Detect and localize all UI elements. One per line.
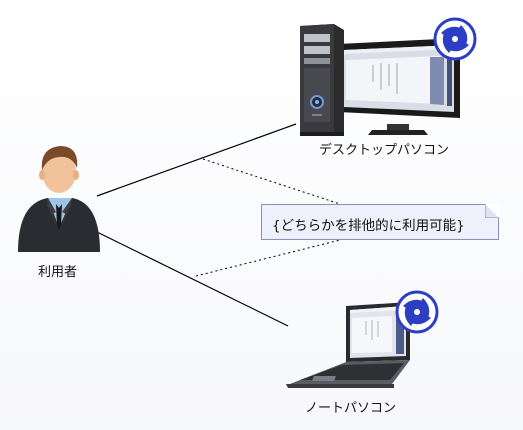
constraint-note-text: {どちらかを排他的に利用可能} — [272, 218, 465, 234]
eclipse-logo-icon — [433, 17, 477, 61]
constraint-note: {どちらかを排他的に利用可能} — [261, 204, 499, 240]
user-laptop-association — [96, 231, 289, 327]
user-desktop-association — [96, 123, 297, 197]
eclipse-logo-icon — [395, 290, 439, 334]
person-icon — [18, 146, 100, 252]
note-anchor-desktop — [202, 158, 341, 205]
desktop-pc-icon — [300, 24, 460, 136]
note-anchor-laptop — [195, 239, 341, 277]
laptop-pc-icon — [286, 302, 410, 388]
note-fold-corner — [485, 204, 499, 218]
user-label: 利用者 — [38, 265, 78, 280]
laptop-label: ノートパソコン — [305, 401, 397, 416]
desktop-label: デスクトップパソコン — [319, 143, 450, 158]
